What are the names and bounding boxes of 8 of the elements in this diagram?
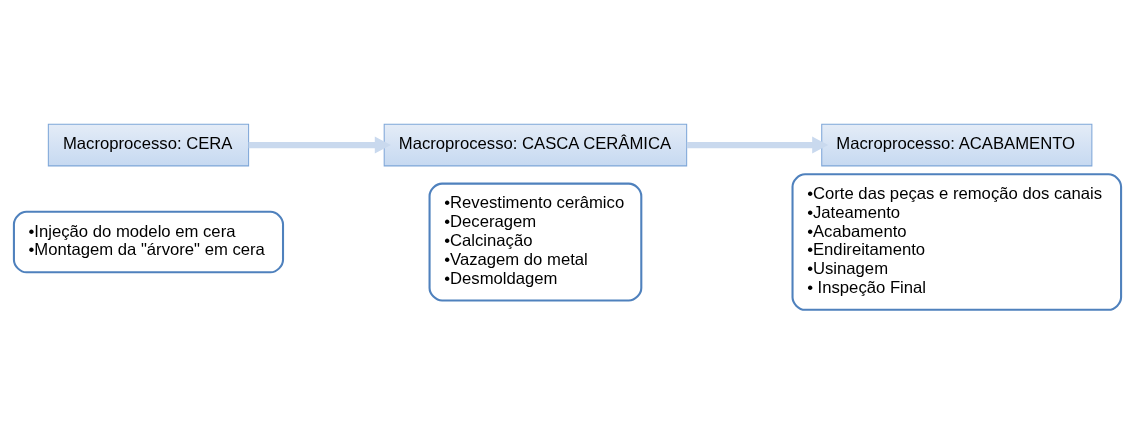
node-box: •Injeção do modelo em cera •Montagem da "árvore" em cera xyxy=(12,210,285,274)
node-box: Macroprocesso: CASCA CERÂMICA xyxy=(383,123,688,167)
arrow xyxy=(248,136,391,154)
arrow xyxy=(686,136,829,154)
node-box: Macroprocesso: ACABAMENTO xyxy=(821,123,1093,167)
node-box: •Revestimento cerâmico •Deceragem •Calcinação •Vazagem do metal •Desmoldagem xyxy=(428,182,643,302)
node-box: Macroprocesso: CERA xyxy=(47,123,250,167)
node-box: •Corte das peças e remoção dos canais •Jateamento •Acabamento •Endireitamento •Usinagem • Inspeção Final xyxy=(791,173,1123,311)
